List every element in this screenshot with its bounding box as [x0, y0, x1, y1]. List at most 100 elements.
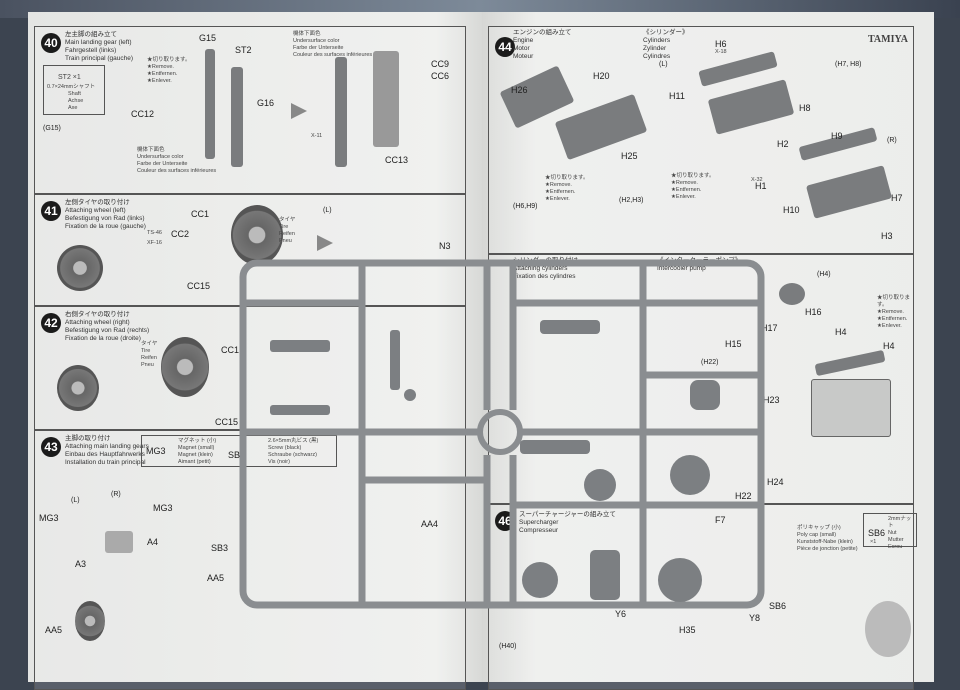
- part-label: CC1: [191, 209, 210, 219]
- arrow-icon: [291, 103, 307, 119]
- sprue-part: [520, 440, 590, 454]
- engine-block-image: [811, 379, 891, 437]
- part-label: (L): [323, 207, 332, 214]
- part-label: H2: [777, 139, 789, 149]
- sprue-part: [522, 562, 558, 598]
- part-label: MG3: [153, 503, 173, 513]
- part-label: H35: [679, 625, 696, 635]
- part-label: (H2,H3): [619, 197, 644, 204]
- part-label: CC15: [187, 281, 211, 291]
- gear-door: [373, 51, 399, 147]
- part-label: H10: [783, 205, 800, 215]
- wheel-image: [57, 365, 99, 411]
- polycap-note: ポリキャップ (小)Poly cap (small)Kunststoff-Nab…: [797, 525, 858, 552]
- part-label: H23: [763, 395, 780, 405]
- sprue-part: [270, 405, 330, 415]
- shaft-box: ST2 ×1 0.7×24mmシャフト Shaft Achse Axe: [43, 65, 105, 115]
- paint-label: X-18: [715, 49, 727, 55]
- part-label: H8: [799, 103, 811, 113]
- hardware-box: MG3 マグネット (小)Magnet (small)Magnet (klein…: [141, 435, 337, 467]
- step-number: 44: [495, 37, 515, 57]
- remove-note: ★切り取ります。★Remove.★Entfernen.★Enlever.: [147, 57, 191, 84]
- part-label: A4: [147, 537, 159, 547]
- part-label: (R): [111, 491, 121, 498]
- step-number: 40: [41, 33, 61, 53]
- part-label: (L): [71, 497, 80, 504]
- pump-part: [779, 283, 805, 305]
- wheel-image: [57, 245, 103, 291]
- part-label: (G15): [43, 125, 61, 132]
- sprue-part: [690, 380, 720, 410]
- part-label: (L): [659, 61, 668, 68]
- sprue-part: [590, 550, 620, 600]
- sprue-ring: [477, 409, 523, 455]
- part-label: MG3: [39, 513, 59, 523]
- sprue-part: [390, 330, 400, 390]
- wheel-image: [75, 601, 105, 641]
- part-label: G16: [257, 98, 275, 108]
- part-label: (H40): [499, 643, 517, 650]
- sprue-part: [239, 259, 765, 609]
- part-label: N3: [439, 241, 451, 251]
- sprue-part: [540, 320, 600, 334]
- part-label: A3: [75, 559, 87, 569]
- remove-note: ★切り取ります。★Remove.★Entfernen.★Enlever.: [671, 173, 715, 200]
- sprue-part: [670, 455, 710, 495]
- tire-image: [161, 337, 209, 397]
- paint-label: TS-46: [147, 230, 162, 236]
- gear-part: [105, 531, 133, 553]
- part-label: CC15: [215, 417, 239, 427]
- part-label: H22: [735, 491, 752, 501]
- part-label: (H6,H9): [513, 203, 538, 210]
- paint-label: XF-16: [147, 240, 162, 246]
- step-number: 42: [41, 313, 61, 333]
- sprue-part: [404, 389, 416, 401]
- part-label: SB3: [211, 543, 229, 553]
- paint-label: X-11: [311, 133, 323, 139]
- propeller-hub-image: [865, 601, 911, 657]
- part-label: SB6: [769, 601, 787, 611]
- part-label: H1: [755, 181, 767, 191]
- part-label: H4: [835, 327, 847, 337]
- part-label: H25: [621, 151, 638, 161]
- part-label: H6: [715, 39, 727, 49]
- part-label: H3: [881, 231, 893, 241]
- tire-image: [231, 205, 283, 265]
- part-label: AA5: [207, 573, 225, 583]
- part-label: H11: [669, 91, 685, 101]
- remove-note: ★切り取ります。★Remove.★Entfernen.★Enlever.: [877, 295, 911, 329]
- part-label: H4: [883, 341, 895, 351]
- part-label: G15: [199, 33, 217, 43]
- part-label: ST2: [235, 45, 252, 55]
- plastic-sprue: [239, 259, 765, 609]
- remove-note: ★切り取ります。★Remove.★Entfernen.★Enlever.: [545, 175, 589, 202]
- part-label: H15: [725, 339, 742, 349]
- step-number: 41: [41, 201, 61, 221]
- landing-gear-part: [335, 57, 347, 167]
- part-label: CC9: [431, 59, 450, 69]
- sprue-part: [270, 340, 330, 352]
- part-label: H7: [891, 193, 903, 203]
- part-label: CC2: [171, 229, 190, 239]
- part-label: (H4): [817, 271, 831, 278]
- part-label: H17: [761, 323, 778, 333]
- part-label: H20: [593, 71, 610, 81]
- screw-note: 2.6×5mm丸ビス (黒)Screw (black)Schraube (sch…: [268, 438, 319, 465]
- part-label: Y6: [615, 609, 627, 619]
